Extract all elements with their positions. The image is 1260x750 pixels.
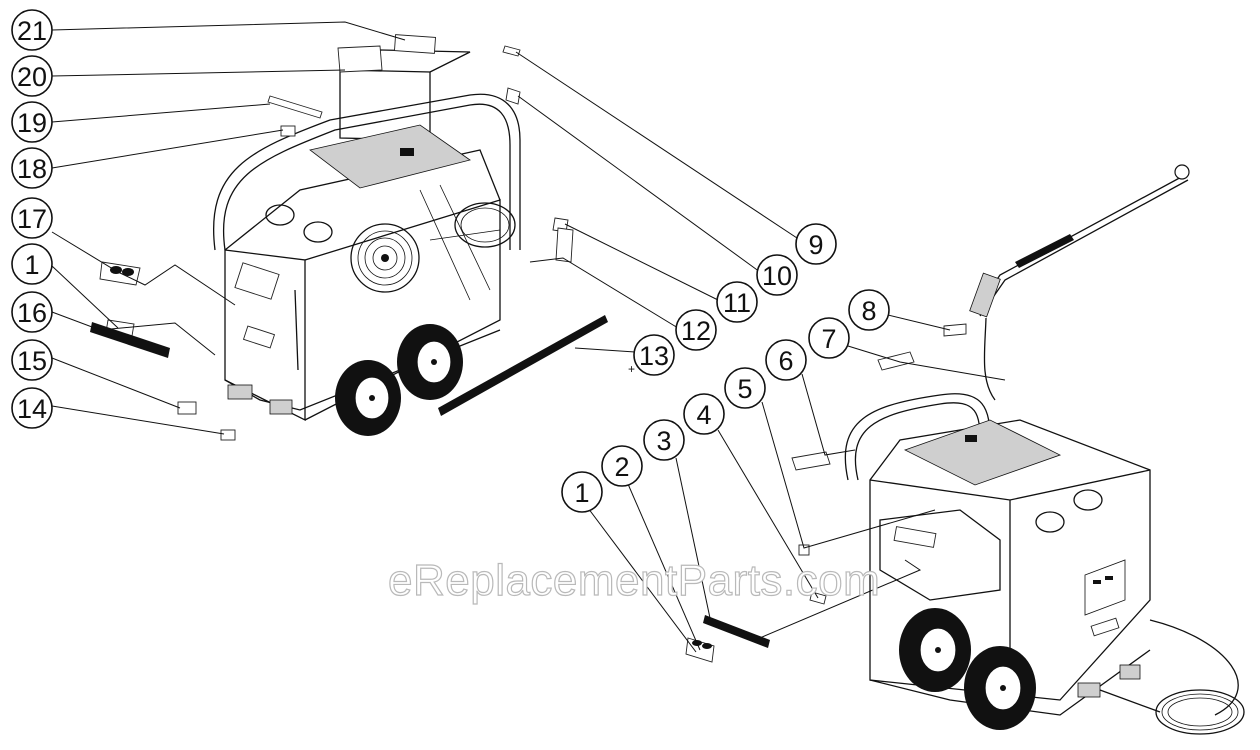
decal-16 [90, 322, 170, 358]
decal-19 [267, 95, 323, 119]
callout-4: 4 [683, 393, 725, 435]
decal-14 [220, 429, 236, 441]
svg-text:18: 18 [17, 154, 47, 184]
callout-18: 18 [11, 147, 53, 189]
svg-text:7: 7 [821, 324, 836, 354]
decal-3 [703, 615, 770, 648]
svg-text:17: 17 [17, 204, 47, 234]
callout-5: 5 [724, 367, 766, 409]
callout-1-right: 1 [561, 471, 603, 513]
callout-10: 10 [756, 254, 798, 296]
callout-15: 15 [11, 339, 53, 381]
svg-text:10: 10 [762, 261, 792, 291]
callout-7: 7 [808, 317, 850, 359]
callout-1-left: 1 [11, 243, 53, 285]
callout-3: 3 [643, 419, 685, 461]
callout-11: 11 [716, 281, 758, 323]
decal-18 [280, 125, 296, 137]
decal-13 [438, 315, 608, 416]
svg-text:1: 1 [574, 478, 589, 508]
svg-text:11: 11 [723, 288, 751, 318]
decal-6 [791, 451, 831, 471]
svg-text:9: 9 [808, 230, 823, 260]
svg-text:15: 15 [17, 346, 47, 376]
callout-2: 2 [601, 445, 643, 487]
callout-21: 21 [11, 9, 53, 51]
right-decals [685, 323, 967, 663]
svg-text:3: 3 [656, 426, 671, 456]
left-decals [90, 34, 608, 441]
svg-text:13: 13 [639, 341, 669, 371]
svg-text:2: 2 [614, 452, 629, 482]
callout-19: 19 [11, 101, 53, 143]
svg-text:4: 4 [696, 400, 711, 430]
pressure-washer-rear-view [213, 49, 521, 436]
callout-12: 12 [675, 309, 717, 351]
callout-14: 14 [11, 387, 53, 429]
decal-8 [943, 323, 967, 337]
decal-21 [394, 34, 436, 54]
callout-20: 20 [11, 55, 53, 97]
callout-8: 8 [848, 289, 890, 331]
svg-text:1: 1 [24, 250, 39, 280]
left-leader-lines [51, 21, 801, 435]
decal-20 [337, 45, 383, 73]
callout-16: 16 [11, 291, 53, 333]
watermark-text: eReplacementParts.com [388, 556, 880, 605]
svg-text:8: 8 [861, 296, 876, 326]
svg-text:16: 16 [17, 298, 47, 328]
svg-text:21: 21 [17, 16, 47, 46]
svg-text:12: 12 [681, 316, 711, 346]
right-leader-lines [587, 314, 1006, 653]
decal-12 [555, 227, 574, 263]
decal-5 [798, 544, 810, 556]
decal-15 [177, 401, 197, 415]
callout-6: 6 [765, 339, 807, 381]
callout-17: 17 [11, 197, 53, 239]
pressure-washer-front-view [844, 164, 1245, 735]
callout-13: 13 [633, 334, 675, 376]
svg-text:19: 19 [17, 108, 47, 138]
svg-text:20: 20 [17, 62, 47, 92]
callout-9: 9 [795, 223, 837, 265]
svg-text:5: 5 [737, 374, 752, 404]
decal-9 [502, 45, 521, 57]
svg-text:6: 6 [778, 346, 793, 376]
decal-10 [505, 87, 521, 105]
svg-text:14: 14 [17, 394, 47, 424]
center-mark: + [628, 362, 635, 376]
